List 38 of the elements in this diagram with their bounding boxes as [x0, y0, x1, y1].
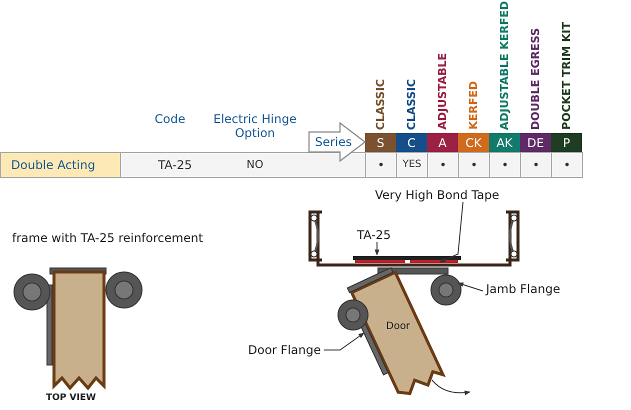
leader-line — [457, 282, 484, 292]
series-code-cell: A — [427, 133, 458, 153]
series-code-cell: P — [551, 133, 582, 153]
table-cell: • — [427, 152, 459, 178]
table-text: TA-25 — [157, 157, 193, 174]
series-name: CLASSIC — [373, 78, 388, 130]
series-name: ADJUSTABLE KERFED — [497, 0, 512, 130]
table-cell: • — [458, 152, 490, 178]
caption-text: frame with TA-25 reinforcement — [12, 231, 204, 245]
leader-line — [323, 332, 364, 350]
part-label: Door — [386, 321, 410, 332]
series-name: CLASSIC — [404, 78, 419, 130]
table-cell: YES — [396, 152, 428, 178]
table-text: NO — [246, 157, 264, 173]
series-code-cell: CK — [458, 133, 489, 153]
callout-label: Very High Bond Tape — [375, 188, 500, 202]
leader-line — [439, 202, 464, 262]
callout-label: TA-25 — [357, 228, 391, 242]
series-name: ADJUSTABLE — [435, 53, 450, 130]
table-cell: • — [551, 152, 583, 178]
leader-line — [374, 242, 380, 256]
series-code-cell: C — [396, 133, 427, 153]
column-header: Code — [154, 112, 186, 126]
series-code-cell: S — [365, 133, 396, 153]
column-header: Electric Hinge Option — [212, 112, 298, 140]
series-arrow: Series — [308, 122, 366, 162]
table-cell: • — [365, 152, 397, 178]
series-name: DOUBLE EGRESS — [528, 28, 543, 130]
series-name: KERFED — [466, 81, 481, 130]
callout-label: Jamb Flange — [486, 282, 560, 296]
series-name: POCKET TRIM KIT — [559, 22, 574, 130]
callout-label: Door Flange — [248, 343, 321, 357]
table-cell: • — [520, 152, 552, 178]
series-code-cell: AK — [489, 133, 520, 153]
row-header-cell: Double Acting — [0, 152, 121, 178]
view-title: TOP VIEW — [46, 393, 96, 403]
table-cell: • — [489, 152, 521, 178]
series-code-cell: DE — [520, 133, 551, 153]
